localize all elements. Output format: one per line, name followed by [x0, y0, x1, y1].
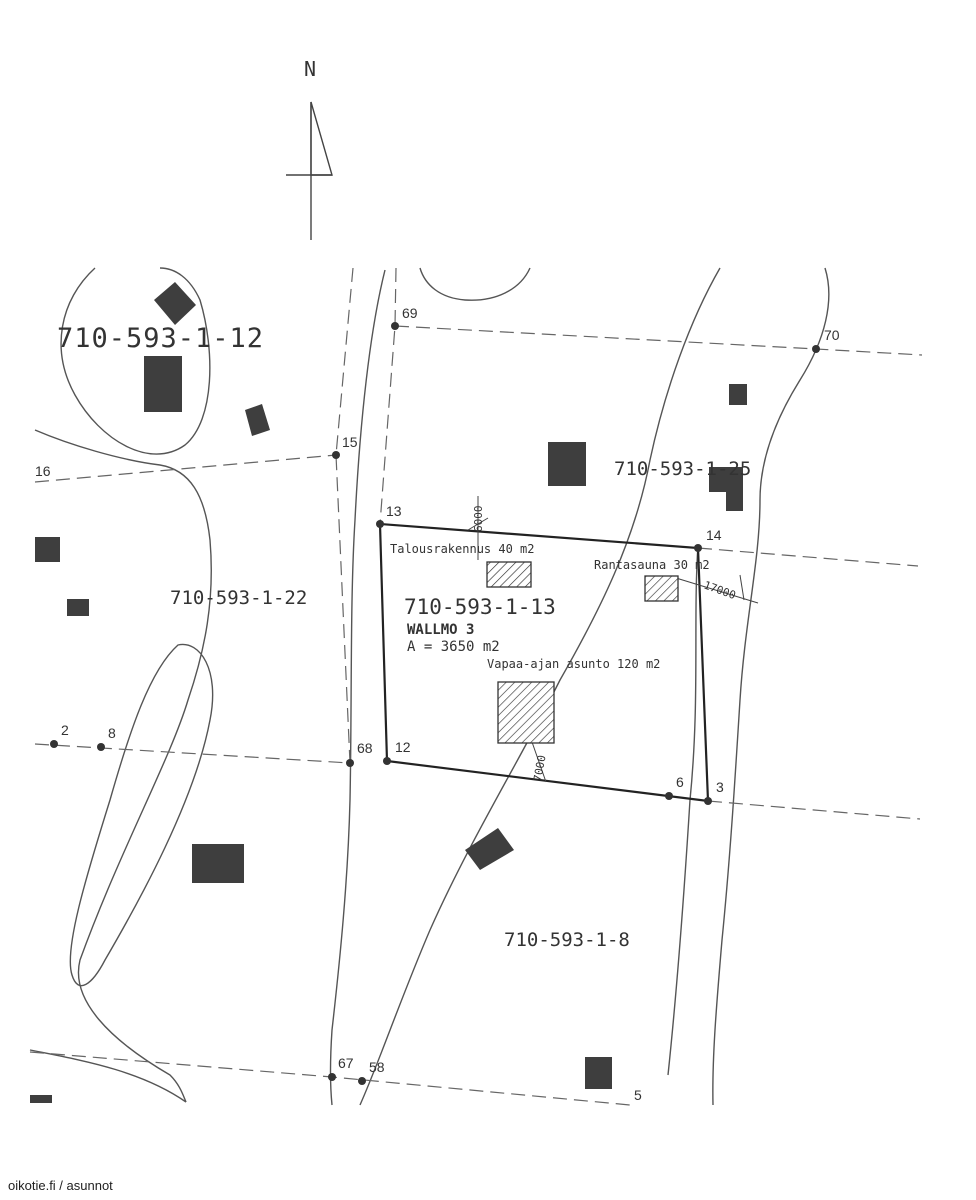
point-label-8: 8	[108, 725, 116, 741]
north-arrow-icon	[286, 101, 333, 240]
building	[144, 356, 182, 412]
point-label-2: 2	[61, 722, 69, 738]
point-label-13: 13	[386, 503, 402, 519]
building	[35, 537, 60, 562]
building-label-rantasauna: Rantasauna 30 m2	[594, 558, 710, 572]
point-label-58: 58	[369, 1059, 385, 1075]
talousrakennus-footprint	[486, 561, 532, 588]
point-marker	[332, 451, 340, 459]
planned-buildings	[486, 561, 679, 744]
building-label-talousrakennus: Talousrakennus 40 m2	[390, 542, 535, 556]
parcel-label: 710-593-1-22	[170, 587, 307, 609]
point-marker	[812, 345, 820, 353]
point-marker	[665, 792, 673, 800]
building	[585, 1057, 612, 1089]
point-label-6: 6	[676, 774, 684, 790]
point-marker	[346, 759, 354, 767]
parcel-label: 710-593-1-8	[504, 929, 630, 951]
point-marker	[50, 740, 58, 748]
building	[67, 599, 89, 616]
watermark: oikotie.fi / asunnot	[8, 1178, 113, 1193]
building	[548, 442, 586, 486]
parcel-label: 710-593-1-25	[614, 458, 751, 480]
point-marker	[383, 757, 391, 765]
dimension-label: 7000	[531, 754, 548, 782]
existing-buildings	[30, 282, 747, 1103]
dimension-label: 17000	[702, 579, 738, 603]
point-marker	[376, 520, 384, 528]
building	[245, 404, 270, 436]
point-marker	[391, 322, 399, 330]
building	[465, 828, 514, 870]
building	[192, 844, 244, 883]
dimension-label: 6000	[472, 506, 485, 533]
parcel-label: 710-593-1-12	[57, 323, 264, 354]
point-label-14: 14	[706, 527, 722, 543]
property-area: A = 3650 m2	[407, 639, 500, 655]
boundary-points	[50, 322, 820, 1085]
point-label-5: 5	[634, 1087, 642, 1103]
point-label-68: 68	[357, 740, 373, 756]
point-marker	[694, 544, 702, 552]
point-marker	[358, 1077, 366, 1085]
point-label-12: 12	[395, 739, 411, 755]
building	[154, 282, 196, 325]
building	[30, 1095, 52, 1103]
dimension-lines	[467, 496, 759, 783]
vapaa-ajan-asunto-footprint	[497, 681, 555, 744]
building-label-vapaa-ajan-asunto: Vapaa-ajan asunto 120 m2	[487, 657, 660, 671]
parcel-label-main: 710-593-1-13	[404, 595, 556, 619]
point-label-69: 69	[402, 305, 418, 321]
building	[729, 384, 747, 405]
point-marker	[97, 743, 105, 751]
point-label-3: 3	[716, 779, 724, 795]
point-label-67: 67	[338, 1055, 354, 1071]
point-marker	[328, 1073, 336, 1081]
north-label: N	[304, 57, 316, 81]
point-marker	[704, 797, 712, 805]
point-label-15: 15	[342, 434, 358, 450]
terrain-lines	[29, 267, 830, 1106]
rantasauna-footprint	[644, 575, 679, 602]
point-label-16: 16	[35, 463, 51, 479]
building	[709, 467, 743, 511]
property-name: WALLMO 3	[407, 622, 474, 638]
point-label-70: 70	[824, 327, 840, 343]
